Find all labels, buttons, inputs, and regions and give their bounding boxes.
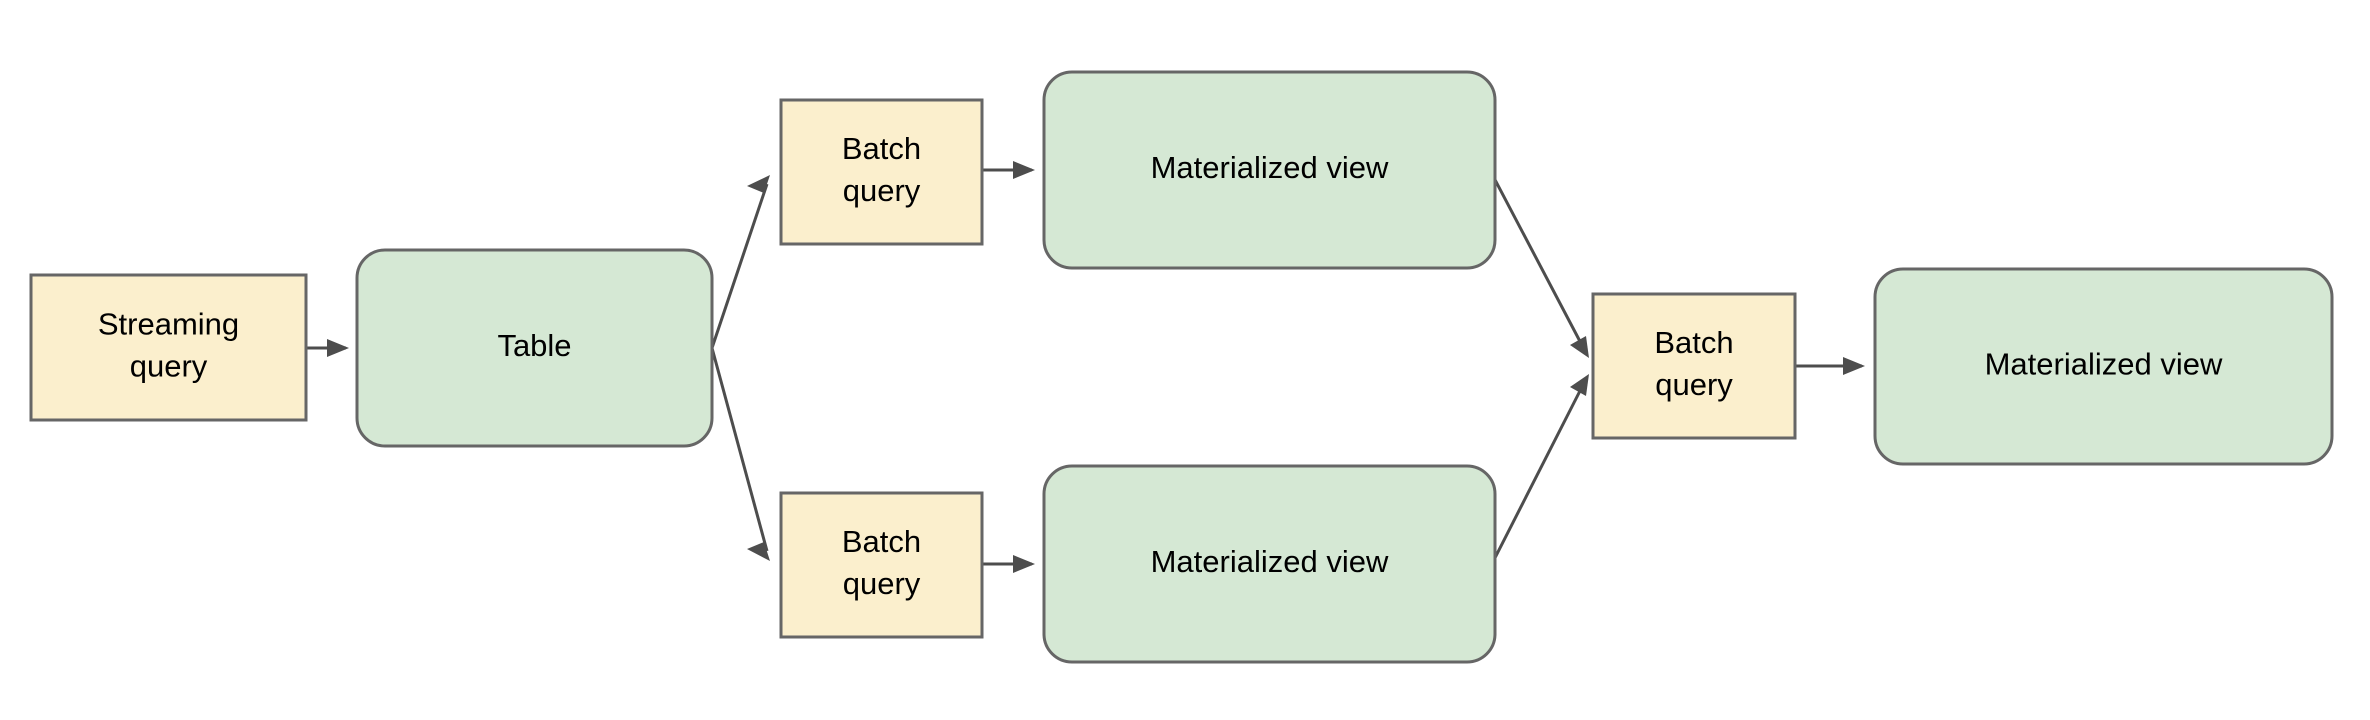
node-label-line2: query <box>843 173 921 208</box>
node-label: Table <box>497 328 571 363</box>
node-shape-datastore <box>1042 70 1497 270</box>
arrowhead-icon <box>747 542 770 561</box>
edge-table-to-batch-query-bottom <box>710 347 770 561</box>
node-materialized-view-top[interactable]: Materialized view <box>1042 70 1497 270</box>
node-label: Materialized view <box>1151 150 1389 185</box>
node-label: Materialized view <box>1985 347 2223 382</box>
arrowhead-icon <box>1013 555 1035 573</box>
arrowhead-icon <box>1843 357 1865 375</box>
node-shape-datastore <box>1873 267 2334 466</box>
edge-streaming-query-to-table <box>306 339 349 357</box>
node-shape-datastore <box>1042 464 1497 664</box>
node-shape-datastore <box>355 248 714 448</box>
edge-line <box>710 183 769 349</box>
node-label-line2: query <box>843 566 921 601</box>
node-streaming-query[interactable]: Streaming query <box>29 273 308 422</box>
edge-batch-query-top-to-materialized-view-top <box>982 161 1035 179</box>
node-label: Materialized view <box>1151 544 1389 579</box>
node-label: Batch <box>842 524 921 559</box>
node-shape-process <box>779 491 984 639</box>
node-batch-query-top[interactable]: Batch query <box>779 98 984 246</box>
nodes-layer: StreamingqueryTableBatchqueryMaterialize… <box>29 70 2334 664</box>
edge-batch-query-bottom-to-materialized-view-bottom <box>982 555 1035 573</box>
node-materialized-view-bottom[interactable]: Materialized view <box>1042 464 1497 664</box>
arrowhead-icon <box>1013 161 1035 179</box>
node-shape-process <box>1591 292 1797 440</box>
arrowhead-icon <box>1570 336 1589 358</box>
node-shape-process <box>29 273 308 422</box>
arrowhead-icon <box>1570 374 1589 396</box>
node-label: Batch <box>842 131 921 166</box>
node-label: Batch <box>1654 325 1733 360</box>
edge-batch-query-final-to-materialized-view-final <box>1795 357 1865 375</box>
node-label-line2: query <box>1655 367 1733 402</box>
node-batch-query-final[interactable]: Batch query <box>1591 292 1797 440</box>
edge-table-to-batch-query-top <box>710 175 770 349</box>
node-label-line2: query <box>130 349 208 384</box>
arrowhead-icon <box>747 175 770 193</box>
node-materialized-view-final[interactable]: Materialized view <box>1873 267 2334 466</box>
node-label: Streaming <box>98 307 239 342</box>
node-shape-process <box>779 98 984 246</box>
node-table[interactable]: Table <box>355 248 714 448</box>
arrowhead-icon <box>327 339 349 357</box>
node-batch-query-bottom[interactable]: Batch query <box>779 491 984 639</box>
edge-line <box>710 347 769 552</box>
